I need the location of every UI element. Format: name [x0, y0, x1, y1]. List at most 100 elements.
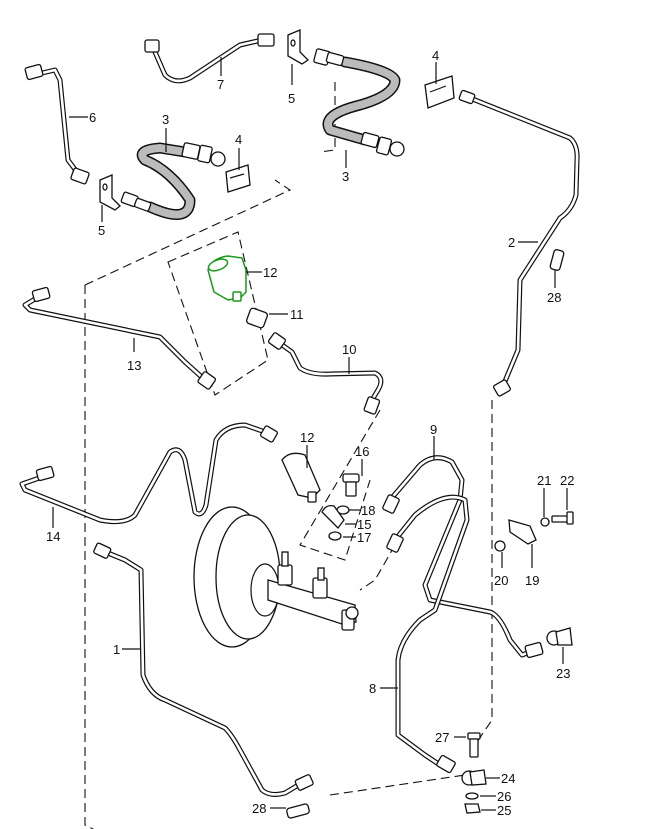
fitting-pipe-6-top [24, 63, 44, 81]
callout-3-left[interactable]: 3 [162, 112, 169, 127]
callout-17[interactable]: 17 [357, 530, 371, 545]
callout-8[interactable]: 8 [369, 681, 376, 696]
pipe-1 [100, 548, 303, 797]
pipe-6 [35, 67, 83, 179]
clip-4-right [424, 75, 455, 109]
callout-labels: 1 2 3 3 4 4 5 5 6 7 8 9 10 11 12 12 13 1… [46, 48, 574, 818]
callout-4-right[interactable]: 4 [432, 48, 439, 63]
bolt-22 [551, 511, 574, 525]
leader-lines [52, 57, 568, 811]
bolt-16 [342, 473, 360, 497]
clip-5-left [99, 174, 121, 211]
nut-25 [464, 803, 481, 814]
bolt-27 [467, 732, 481, 758]
clip-5-right [287, 29, 310, 65]
brake-hoses [120, 48, 405, 220]
callout-18[interactable]: 18 [361, 503, 375, 518]
callout-26[interactable]: 26 [497, 789, 511, 804]
callout-20[interactable]: 20 [494, 573, 508, 588]
callout-3-right[interactable]: 3 [342, 169, 349, 184]
fitting-pipe-9-right [524, 641, 544, 659]
callout-24[interactable]: 24 [501, 771, 515, 786]
callout-28-right[interactable]: 28 [547, 290, 561, 305]
callout-2[interactable]: 2 [508, 235, 515, 250]
callout-25[interactable]: 25 [497, 803, 511, 818]
hose-3-left [120, 142, 226, 220]
brake-booster [193, 506, 281, 648]
fitting-pipe-1-top [93, 542, 112, 559]
elbow-23 [546, 627, 573, 646]
pipe-10 [275, 339, 384, 403]
washer-17 [328, 531, 342, 541]
callout-28-bottom[interactable]: 28 [252, 801, 266, 816]
callout-10[interactable]: 10 [342, 342, 356, 357]
fitting-pipe-14-left [35, 465, 55, 482]
callout-7[interactable]: 7 [217, 77, 224, 92]
fitting-pipe-6-bottom [70, 167, 90, 185]
clip-4-left [225, 164, 251, 193]
dashed-line-left [84, 285, 95, 829]
dashed-line-right [474, 400, 493, 746]
pipe-14 [19, 422, 268, 525]
fittings [24, 33, 544, 791]
callout-12-top[interactable]: 12 [263, 265, 277, 280]
callout-11[interactable]: 11 [290, 307, 304, 322]
callout-22[interactable]: 22 [560, 473, 574, 488]
fitting-pipe-10-left [267, 332, 287, 350]
banjo-15 [321, 504, 345, 529]
callout-27[interactable]: 27 [435, 730, 449, 745]
part-12-highlighted[interactable] [207, 255, 247, 302]
part-11 [246, 307, 268, 329]
fitting-pipe-8-right [436, 754, 456, 774]
dashed-box-12 [167, 231, 269, 396]
master-cylinder [267, 551, 359, 631]
fitting-pipe-7-right [257, 33, 275, 47]
fitting-pipe-14-right [260, 425, 278, 443]
callout-16[interactable]: 16 [355, 444, 369, 459]
callout-14[interactable]: 14 [46, 529, 60, 544]
pipe-9 [387, 455, 533, 658]
callout-5-right[interactable]: 5 [288, 91, 295, 106]
fitting-pipe-8-left [386, 533, 404, 553]
dashed-box-15 [299, 409, 381, 561]
assembly-dashed-lines [84, 82, 493, 829]
pipe-8 [392, 494, 470, 768]
callout-15[interactable]: 15 [357, 517, 371, 532]
dashed-line-top-left [84, 179, 292, 286]
callout-6[interactable]: 6 [89, 110, 96, 125]
fitting-pipe-1-bottom [294, 774, 314, 791]
callout-4-left[interactable]: 4 [235, 132, 242, 147]
washer-21 [540, 517, 550, 527]
part-12-lower [281, 452, 321, 503]
union-24 [461, 769, 487, 786]
callout-19[interactable]: 19 [525, 573, 539, 588]
cap-28-right [549, 249, 565, 271]
callout-21[interactable]: 21 [537, 473, 551, 488]
callout-13[interactable]: 13 [127, 358, 141, 373]
callout-12-lower[interactable]: 12 [300, 430, 314, 445]
callout-1[interactable]: 1 [113, 642, 120, 657]
fitting-pipe-10-right [363, 396, 381, 415]
fitting-pipe-2-bottom [493, 379, 511, 397]
bracket-19 [508, 519, 537, 545]
dashed-line-hose-right [319, 82, 336, 153]
fitting-pipe-9-left [382, 494, 400, 514]
callout-9[interactable]: 9 [430, 422, 437, 437]
brake-pipes [19, 37, 580, 797]
callout-5-left[interactable]: 5 [98, 223, 105, 238]
nut-20 [494, 540, 506, 552]
cap-28-bottom [286, 803, 310, 819]
fitting-pipe-13-right [197, 371, 217, 390]
dashed-line-center [359, 544, 396, 591]
pipe-2 [467, 95, 580, 389]
dashed-line-bottom [329, 774, 466, 796]
hose-3-right [313, 48, 405, 157]
pipe-13 [22, 293, 208, 383]
callout-23[interactable]: 23 [556, 666, 570, 681]
pipe-7 [152, 37, 265, 84]
fitting-pipe-7-left [144, 39, 160, 53]
washer-26 [465, 792, 479, 800]
fitting-pipe-2-top [458, 89, 476, 105]
fitting-pipe-13-left [31, 286, 51, 303]
